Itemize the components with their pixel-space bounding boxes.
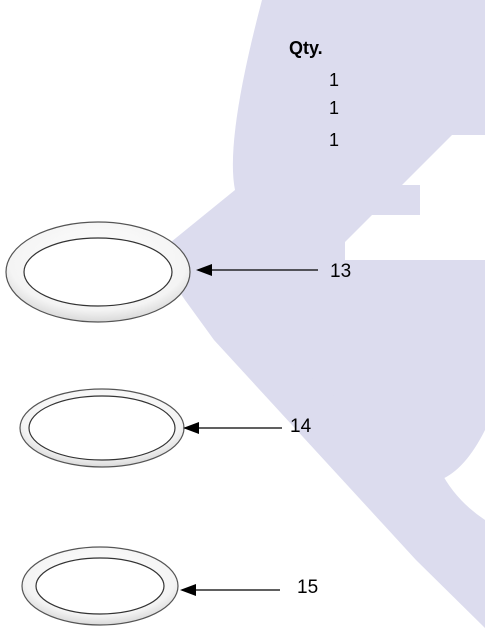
qty-value-14: 1 — [329, 98, 340, 118]
o-ring-15 — [21, 546, 179, 626]
o-ring-13 — [5, 221, 191, 323]
qty-header: Qty. — [289, 38, 323, 58]
callout-14: 14 — [290, 416, 312, 437]
callout-13: 13 — [330, 261, 352, 282]
watermark-g-body — [234, 95, 485, 480]
watermark-logo — [155, 0, 485, 628]
leader-arrow-15 — [180, 584, 280, 596]
o-ring-14 — [19, 388, 185, 468]
qty-value-13: 1 — [329, 70, 340, 90]
leader-arrow-13 — [196, 264, 318, 276]
callout-15: 15 — [297, 577, 319, 598]
qty-value-15: 1 — [329, 130, 340, 150]
watermark-g-notch — [310, 185, 420, 215]
leader-arrow-14 — [183, 422, 282, 434]
